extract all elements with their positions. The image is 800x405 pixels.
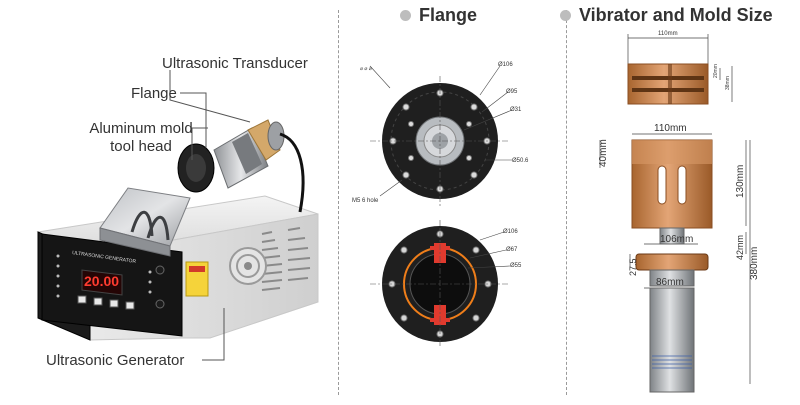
panel-button[interactable] xyxy=(125,301,135,310)
horn-body xyxy=(649,287,695,393)
vibrator-heading: Vibrator and Mold Size xyxy=(560,5,773,26)
flange-top-view: Ø106 Ø95 Ø31 Ø50.6 ⌀ ⌀ ⌀ M5 6 hole xyxy=(352,62,529,206)
hole-spec-note: ⌀ ⌀ ⌀ xyxy=(360,66,372,72)
vibrator-mold-drawing: 110mm 20mm 38mm 110mm 40mm 130mm 106mm 4… xyxy=(598,31,760,393)
dashed-divider xyxy=(566,10,567,395)
digital-display xyxy=(81,269,123,296)
label-ultrasonic-transducer: Ultrasonic Transducer xyxy=(162,55,308,72)
device-photo-panel: ULTRASONIC GENERATOR 20.00 xyxy=(0,0,335,400)
panel-button[interactable] xyxy=(109,299,119,308)
transducer-cable xyxy=(279,132,305,213)
flange-dim: Ø55 xyxy=(510,263,522,269)
dashed-divider xyxy=(338,10,339,395)
hole-note: M5 6 hole xyxy=(352,198,379,204)
flange-heading: Flange xyxy=(400,5,477,26)
flange-bottom-view: Ø106 Ø67 Ø55 xyxy=(370,220,522,348)
dim-top-h1: 20mm xyxy=(713,64,719,78)
flange-heading-text: Flange xyxy=(419,5,478,25)
display-value: 20.00 xyxy=(84,273,119,289)
dim-top-width: 110mm xyxy=(658,31,678,37)
dim-top-h2: 38mm xyxy=(725,76,731,90)
vibrator-heading-text: Vibrator and Mold Size xyxy=(579,5,773,25)
flange-dim: Ø106 xyxy=(498,62,513,68)
label-aluminum-mold-line1: Aluminum mold xyxy=(89,120,193,137)
bullet-icon xyxy=(560,10,571,21)
vent-slots xyxy=(261,227,311,291)
label-flange: Flange xyxy=(131,85,177,102)
label-ultrasonic-generator: Ultrasonic Generator xyxy=(46,352,185,369)
dim-body-width: 86mm xyxy=(656,277,684,288)
dim-main-h-right: 130mm xyxy=(735,165,746,198)
flange-dim: Ø50.6 xyxy=(512,158,529,164)
control-buttons xyxy=(77,295,135,310)
fan-grille-icon xyxy=(229,247,267,285)
dim-horn-h1: 42mm xyxy=(735,235,745,260)
label-aluminum-mold-line2: tool head xyxy=(110,138,172,155)
dim-flange-width: 106mm xyxy=(660,234,693,245)
flange-dim: Ø67 xyxy=(506,247,518,253)
ultrasonic-welder-illustration: ULTRASONIC GENERATOR 20.00 xyxy=(36,70,319,361)
horn-flange xyxy=(635,253,709,271)
flange-dim: Ø95 xyxy=(506,89,518,95)
dim-main-h-left: 40mm xyxy=(598,139,609,167)
panel-button[interactable] xyxy=(93,297,103,306)
vibrator-mold-panel: Vibrator and Mold Size xyxy=(560,0,800,400)
dim-horn-h2: 27.5 xyxy=(628,258,638,276)
flange-dim: Ø31 xyxy=(510,107,522,113)
flange-drawings: Ø106 Ø95 Ø31 Ø50.6 ⌀ ⌀ ⌀ M5 6 hole xyxy=(352,62,529,348)
panel-button[interactable] xyxy=(77,295,87,304)
flange-panel: Flange Ø106 Ø9 xyxy=(340,0,555,400)
dim-total-height: 380mm xyxy=(749,247,760,280)
flange-dim: Ø106 xyxy=(503,229,518,235)
label-aluminum-mold: Aluminum mold tool head xyxy=(76,120,206,156)
bullet-icon xyxy=(400,10,411,21)
dim-main-width: 110mm xyxy=(654,123,687,134)
